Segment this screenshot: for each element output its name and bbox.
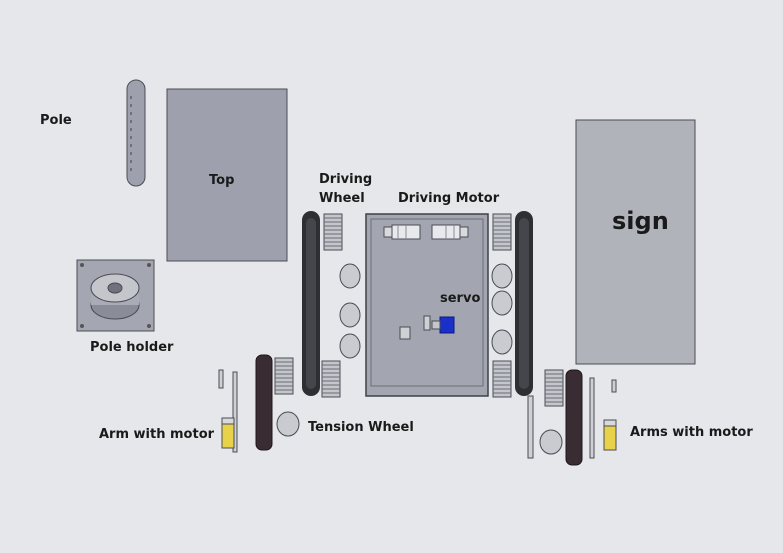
top-label: Top xyxy=(209,173,235,188)
driving-wheel-left-top xyxy=(323,213,343,251)
sign-label: sign xyxy=(612,207,669,235)
driving-wheel-label: Driving Wheel xyxy=(319,172,373,206)
chassis xyxy=(365,213,489,397)
left-track xyxy=(302,211,320,396)
sign-panel xyxy=(575,119,696,365)
driving-wheel-left-bottom xyxy=(321,360,341,398)
pole-label: Pole xyxy=(40,113,72,128)
servo-label: servo xyxy=(440,291,481,306)
driving-motor-label: Driving Motor xyxy=(398,191,500,206)
left-arm-assembly xyxy=(218,354,300,453)
top-panel xyxy=(166,88,288,262)
pole-part xyxy=(126,79,146,187)
right-track xyxy=(515,211,533,396)
driving-motor-left xyxy=(383,224,421,240)
arms-with-motor-label: Arms with motor xyxy=(630,425,753,440)
right-arm-assembly xyxy=(527,369,617,466)
road-wheels-left xyxy=(339,263,361,359)
tension-wheel-label: Tension Wheel xyxy=(308,420,414,435)
arm-with-motor-label: Arm with motor xyxy=(99,427,215,442)
pole-holder-part xyxy=(76,259,155,332)
driving-wheel-right-top xyxy=(492,213,512,251)
road-wheels-right xyxy=(491,263,513,355)
driving-motor-right xyxy=(431,224,469,240)
pole-holder-label: Pole holder xyxy=(90,340,174,355)
servo-part xyxy=(399,315,455,340)
driving-wheel-right-bottom xyxy=(492,360,512,398)
